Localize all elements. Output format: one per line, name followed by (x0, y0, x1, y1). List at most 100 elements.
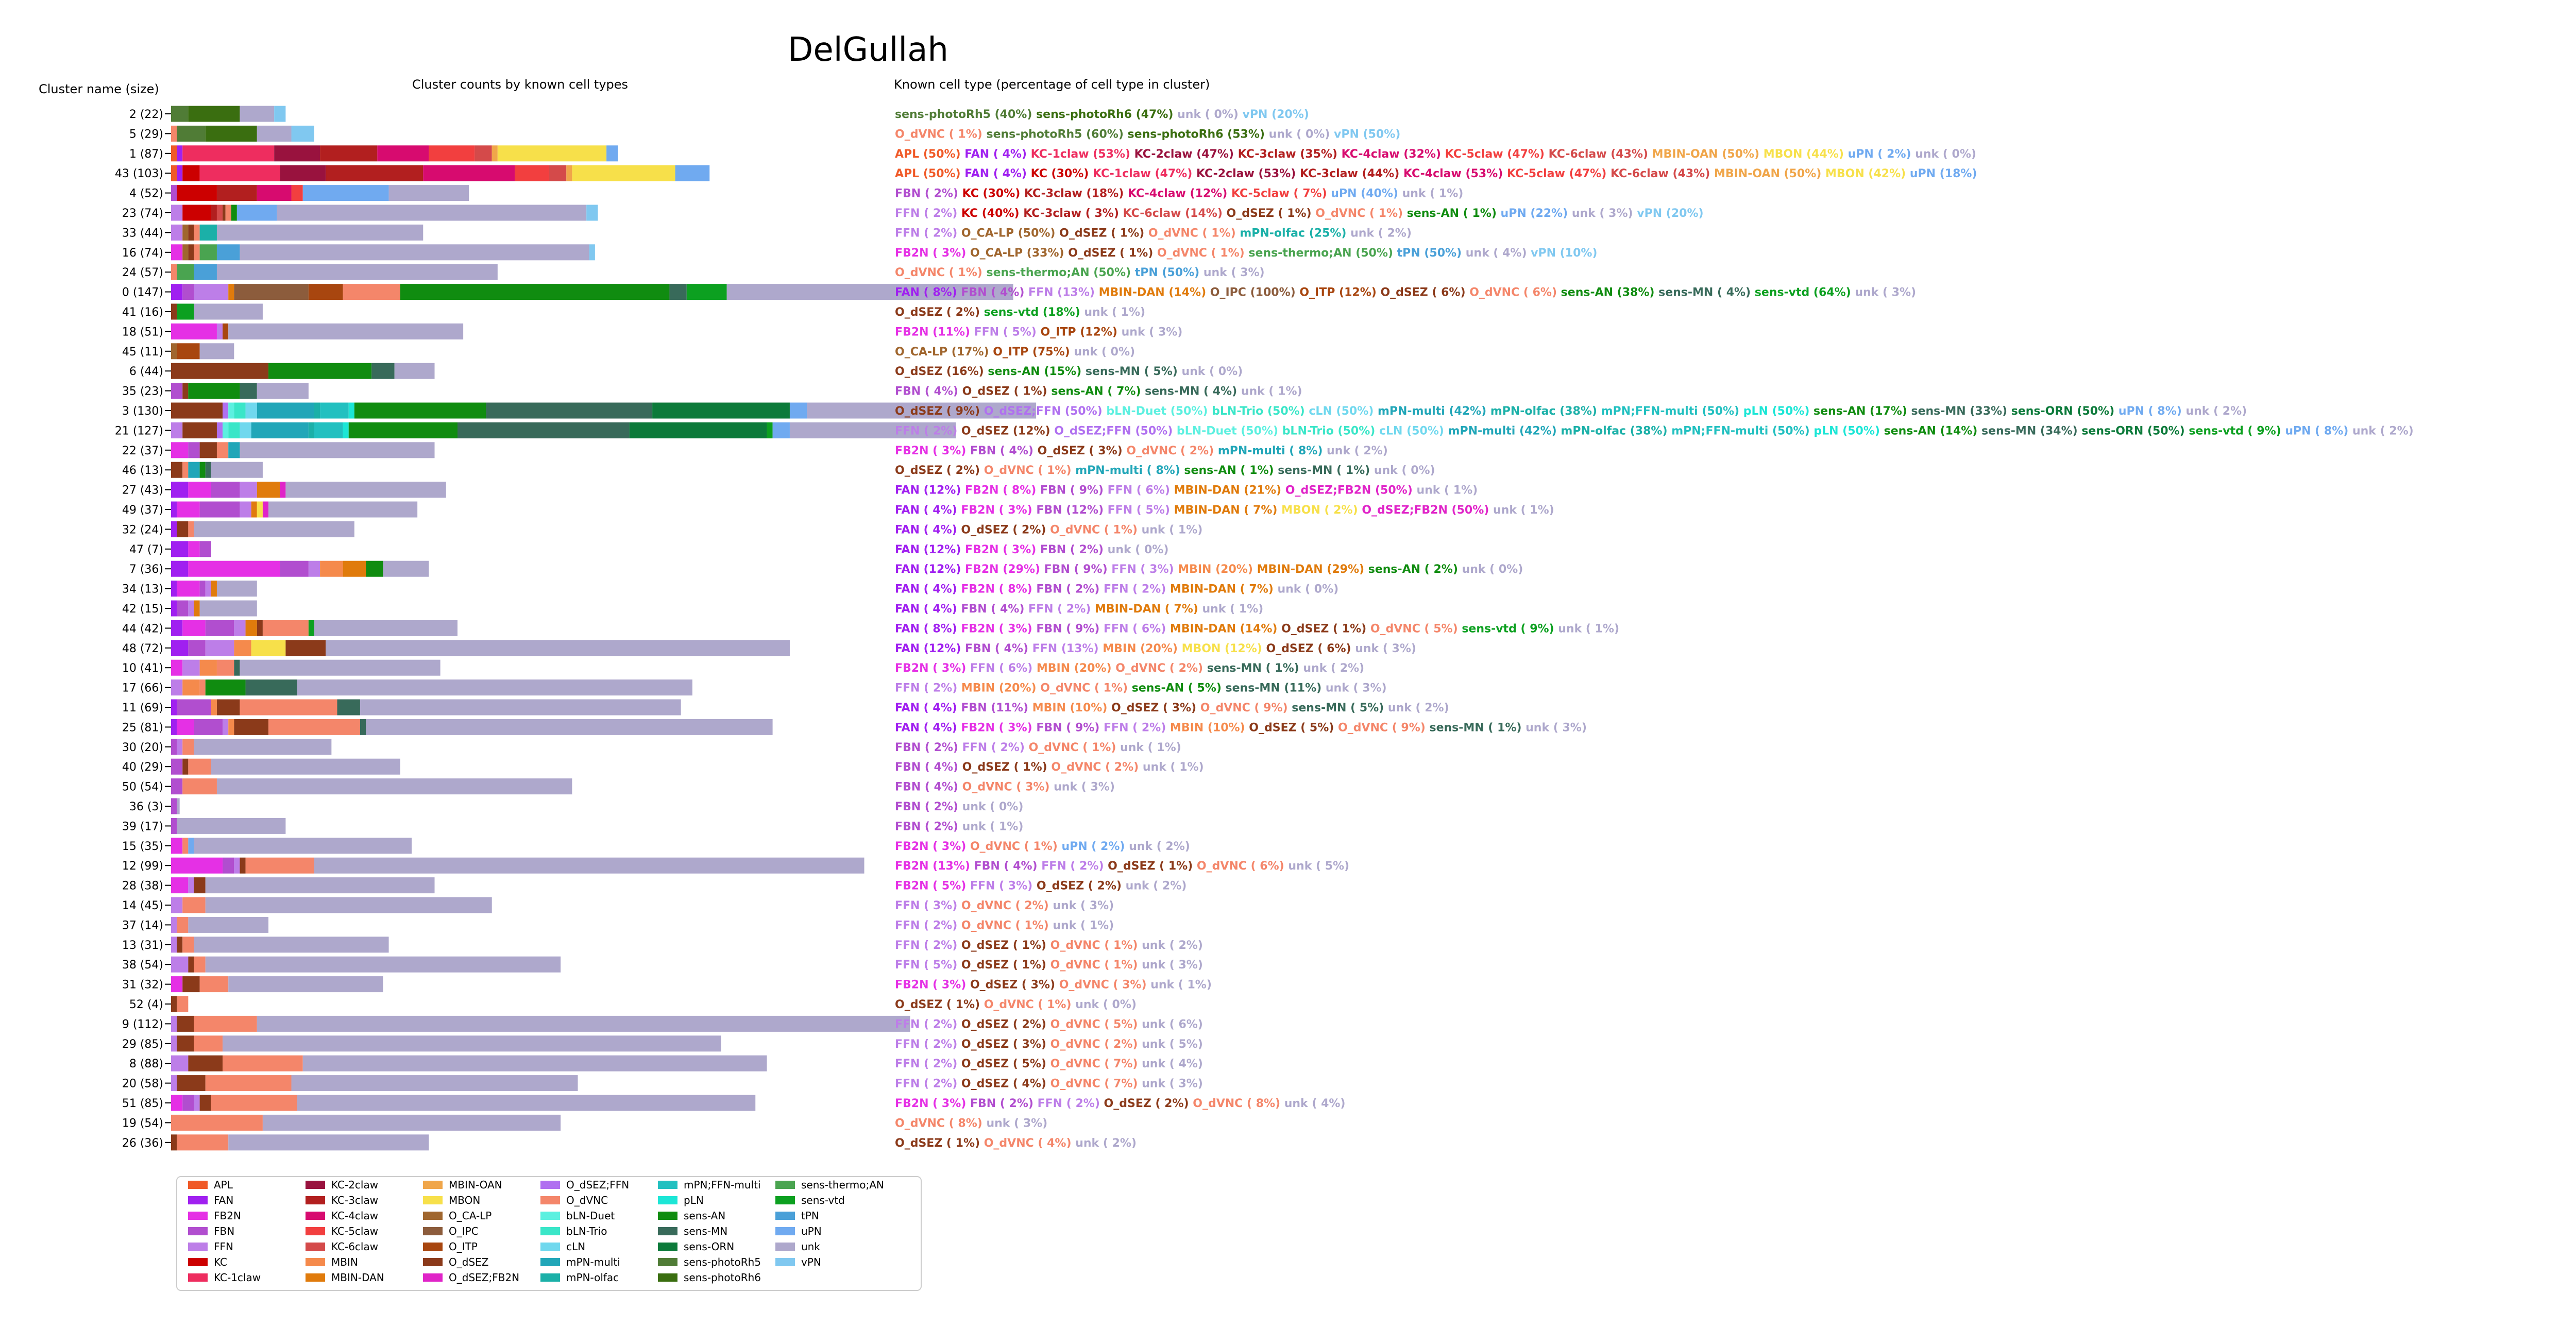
annotation-o-dsez: O_dSEZ ( 3%) (1111, 702, 1200, 714)
annotation-kc-3claw: KC-3claw (44%) (1300, 167, 1403, 180)
bar-segment-bln-trio (234, 402, 246, 419)
bar-segment-unk (211, 462, 263, 478)
bar-segment-sens-an (188, 383, 240, 399)
annotation-unk: unk ( 4%) (1284, 1097, 1346, 1110)
annotation-ffn: FFN ( 6%) (1108, 484, 1174, 497)
annotation-ffn: FFN ( 2%) (895, 919, 961, 932)
bar-segment-fbn (188, 442, 200, 458)
legend-swatch-sens-vtd (775, 1196, 795, 1204)
annotation-upn: uPN (40%) (1331, 188, 1402, 200)
annotation-unk: unk ( 3%) (986, 1117, 1047, 1130)
legend-swatch-o-ipc (423, 1227, 443, 1235)
annotation-o-itp: O_ITP (75%) (993, 346, 1074, 359)
bar-segment-o-dsez (199, 442, 217, 458)
annotation-tpn: tPN (50%) (1135, 266, 1204, 279)
annotation-sens-mn: sens-MN ( 5%) (1086, 365, 1182, 378)
cluster-label: 22 (37) (122, 445, 163, 457)
legend-swatch-mbin-oan (423, 1181, 443, 1189)
bar-segment-unk (177, 818, 286, 834)
annotation-o-dvnc: O_dVNC ( 9%) (1338, 721, 1429, 734)
bar-segment-mpn-olfac (308, 422, 314, 438)
legend-swatch-o-dsez-fb2n (423, 1273, 443, 1282)
annotation-mpn-ffn-multi: mPN;FFN-multi (50%) (1601, 405, 1743, 418)
annotation-kc-6claw: KC-6claw (43%) (1611, 167, 1714, 180)
annotation-kc-1claw: KC-1claw (47%) (1093, 167, 1196, 180)
bar-segment-o-dvnc (216, 659, 234, 676)
bar-segment-o-dvnc (177, 1134, 229, 1151)
bar-segment-kc-4claw (257, 185, 292, 201)
bar-segment-o-dsez (199, 1095, 211, 1111)
annotation-fbn: FBN ( 2%) (895, 741, 962, 754)
bar-segment-ffn (234, 620, 246, 636)
annotation-unk: unk ( 1%) (1120, 741, 1181, 754)
annotation-o-dsez: O_dSEZ ( 1%) (1281, 622, 1370, 635)
cell-type-annotations: FAN ( 8%) FB2N ( 3%) FBN ( 9%) FFN ( 6%)… (895, 622, 1619, 635)
bar-segment-fb2n (171, 442, 189, 458)
cluster-label: 45 (11) (122, 346, 163, 359)
annotation-fb2n: FB2N (29%) (965, 563, 1044, 576)
annotation-mbin-dan: MBIN-DAN (14%) (1170, 622, 1281, 635)
bar-segment-fbn (199, 581, 206, 597)
bar-segment-o-dvnc (268, 719, 360, 735)
cluster-label: 40 (29) (122, 761, 163, 774)
cell-type-annotations: FBN ( 4%) O_dVNC ( 3%) unk ( 3%) (895, 781, 1115, 794)
bar-segment-ffn (205, 640, 234, 656)
cluster-label: 23 (74) (122, 207, 163, 220)
cluster-label: 28 (38) (122, 880, 163, 893)
legend-swatch-bln-duet (540, 1212, 560, 1220)
bar-segment-unk (194, 739, 332, 755)
annotation-sens-mn: sens-MN ( 5%) (1292, 702, 1388, 714)
bar-segment-unk (228, 1134, 429, 1151)
bar-segment-o-dsez (188, 1055, 223, 1071)
annotation-sens-mn: sens-MN (34%) (1981, 424, 2081, 437)
legend-swatch-o-itp (423, 1243, 443, 1251)
annotation-sens-an: sens-AN ( 1%) (1407, 207, 1501, 220)
annotation-ffn: FFN ( 2%) (1041, 860, 1108, 873)
cell-type-annotations: FFN ( 2%) O_dSEZ ( 5%) O_dVNC ( 7%) unk … (895, 1058, 1203, 1070)
cell-type-annotations: O_dVNC ( 1%) sens-photoRh5 (60%) sens-ph… (895, 128, 1400, 141)
bar-segment-mbin (228, 719, 234, 735)
bar-segment-ffn (194, 284, 229, 300)
cell-type-annotations: FFN ( 2%) KC (40%) KC-3claw ( 3%) KC-6cl… (895, 207, 1704, 220)
bar-segment-o-dsez-ffn (223, 402, 229, 419)
annotation-unk: unk ( 1%) (1416, 484, 1478, 497)
annotation-o-dvnc: O_dVNC ( 1%) (1029, 741, 1120, 754)
bar-segment-sens-photorh5 (171, 106, 189, 122)
bar-segment-vpn (291, 125, 314, 142)
bar-segment-fan (171, 640, 189, 656)
cell-type-annotations: O_dSEZ ( 9%) O_dSEZ;FFN (50%) bLN-Duet (… (895, 405, 2247, 418)
bar-segment-unk (240, 442, 435, 458)
bar-segment-o-dsez (177, 1075, 206, 1092)
annotation-kc-6claw: KC-6claw (43%) (1549, 148, 1652, 161)
annotation-sens-mn: sens-MN ( 4%) (1145, 385, 1241, 398)
cluster-column-header: Cluster name (size) (39, 82, 159, 96)
annotation-unk: unk ( 1%) (1558, 622, 1619, 635)
bar-segment-unk (726, 284, 1013, 300)
legend-swatch-fb2n (188, 1212, 208, 1220)
bar-segment-mbin-dan (257, 482, 280, 498)
cell-type-annotations: O_dSEZ (16%) sens-AN (15%) sens-MN ( 5%)… (895, 365, 1243, 378)
bar-segment-sens-mn (669, 284, 687, 300)
bar-segment-mbin (234, 640, 251, 656)
annotation-sens-an: sens-AN (14%) (1884, 424, 1981, 437)
annotation-ffn: FFN ( 2%) (1104, 583, 1170, 596)
legend-label: mPN-multi (566, 1256, 620, 1268)
annotation-o-dvnc: O_dVNC ( 2%) (1050, 1038, 1142, 1051)
bar-segment-fbn (182, 284, 194, 300)
bar-segment-fb2n (171, 244, 183, 261)
bar-segment-unk (216, 778, 572, 795)
legend-swatch-kc (188, 1258, 208, 1266)
bar-segment-o-dvnc (194, 1035, 223, 1052)
bar-segment-kc-4claw (423, 165, 515, 181)
bar-segment-tpn (194, 264, 217, 280)
bar-segment-unk (199, 343, 234, 360)
annotation-mpn-multi: mPN-multi ( 8%) (1075, 464, 1184, 477)
cluster-label: 30 (20) (122, 741, 163, 754)
annotation-o-dvnc: O_dVNC ( 1%) (1157, 247, 1248, 260)
bar-segment-sens-mn (371, 363, 395, 379)
bar-segment-kc (182, 165, 200, 181)
bar-segment-cln (245, 402, 257, 419)
legend-label: sens-ORN (684, 1240, 734, 1253)
annotation-mbin-dan: MBIN-DAN ( 7%) (1095, 603, 1202, 616)
bar-segment-kc-1claw (182, 145, 275, 162)
